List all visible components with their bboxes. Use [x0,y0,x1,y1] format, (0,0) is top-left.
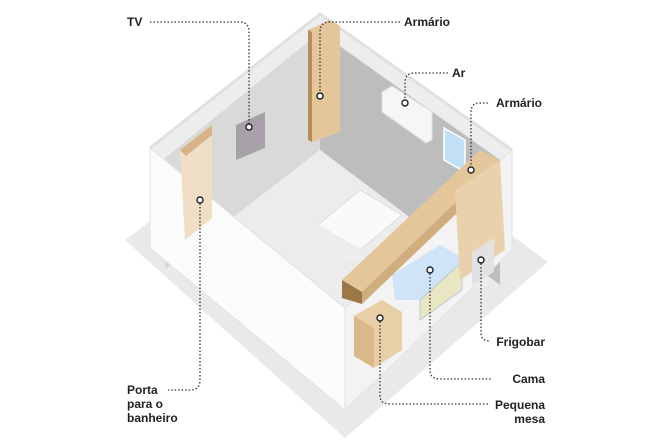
label-porta-3: banheiro [127,411,178,425]
ar-marker [401,99,409,107]
cama-marker [426,266,434,274]
label-armario-top: Armário [404,15,450,29]
porta-marker [196,196,204,204]
frigobar-marker [477,256,485,264]
wall-rim [149,12,513,152]
frigobar-leader [480,260,491,342]
bed-side [318,225,360,262]
label-pequena-mesa-2: mesa [514,412,545,426]
label-porta-2: para o [127,397,163,411]
label-frigobar: Frigobar [496,335,545,349]
label-ar: Ar [452,66,466,80]
label-tv: TV [127,15,142,29]
label-porta-1: Porta [127,383,158,397]
ar-leader [404,72,448,103]
armario-top-leader [319,21,400,96]
tall-wardrobe-side [308,30,312,142]
tv [236,112,265,160]
tv-leader [150,21,250,127]
tv-marker [245,123,253,131]
label-pequena-mesa-1: Pequena [495,398,545,412]
long-wardrobe [342,150,500,292]
small-desk-side [354,316,374,368]
mesa-marker [376,314,384,322]
porta-leader [168,200,201,391]
air-conditioner [381,85,433,144]
armario-right-marker [467,166,475,174]
long-wardrobe-front [342,280,362,304]
tall-wardrobe [308,20,340,142]
label-cama: Cama [512,372,545,386]
mesa-leader [379,318,490,405]
door-frame [180,125,212,156]
label-armario-right: Armário [496,96,542,110]
armario-top-marker [316,92,324,100]
